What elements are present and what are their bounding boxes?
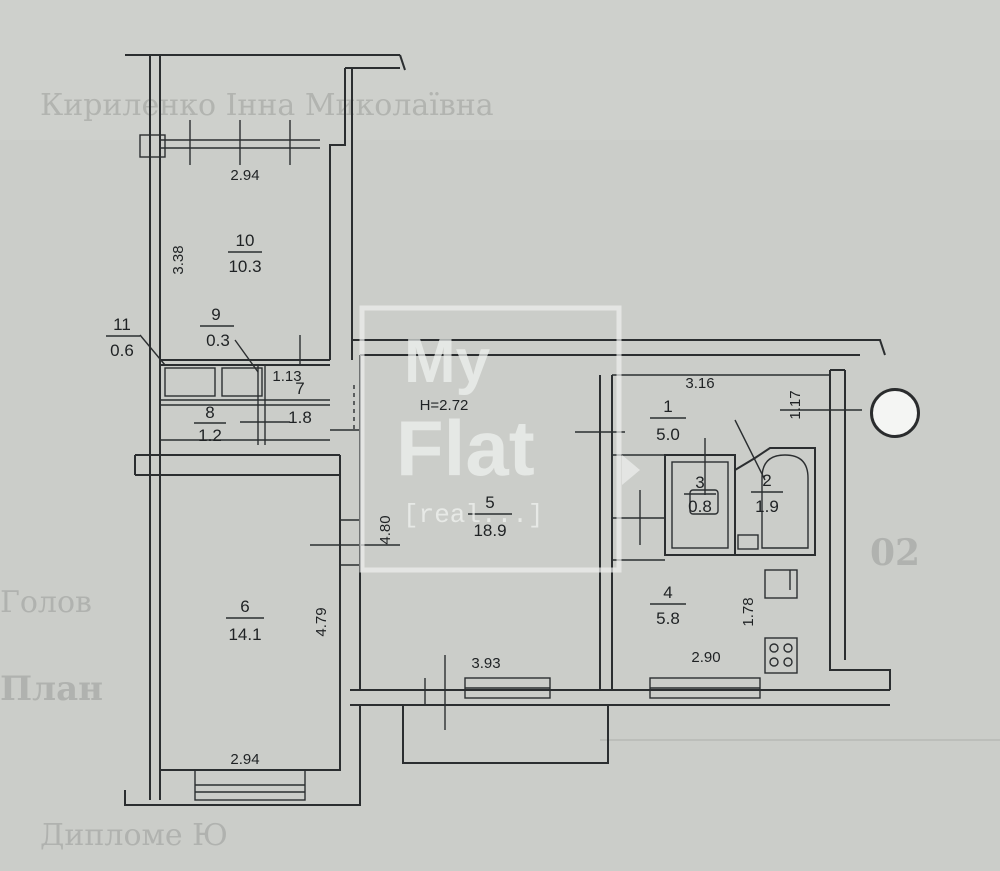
room-2-label: 2 1.9 — [751, 471, 783, 516]
room-11-label: 11 0.6 — [106, 315, 140, 360]
room-5-area: 18.9 — [473, 521, 506, 540]
room-3-number: 3 — [695, 473, 704, 492]
room-3-area: 0.8 — [688, 497, 712, 516]
dim-room5-width: 3.93 — [471, 655, 500, 672]
room-8-area: 1.2 — [198, 426, 222, 445]
dim-room10-width: 2.94 — [230, 167, 259, 184]
watermark-line-2: Flat — [396, 404, 535, 492]
room-2-area: 1.9 — [755, 497, 779, 516]
dimension-labels: 2.94 3.38 1.13 H=2.72 3.16 1.17 4.80 3.9… — [170, 167, 804, 768]
room-8-number: 8 — [205, 403, 214, 422]
bg-side-number: 02 — [870, 532, 920, 574]
bg-left-word-1: Голов — [0, 585, 92, 620]
room-7-area: 1.8 — [288, 408, 312, 427]
dim-room4-depth: 1.78 — [740, 597, 757, 626]
watermark-logo: My Flat [real...] — [359, 305, 640, 573]
bg-left-word-2: План — [0, 669, 103, 709]
room-9-number: 9 — [211, 305, 220, 324]
room-6-label: 6 14.1 — [226, 597, 264, 644]
room-1-label: 1 5.0 — [650, 397, 686, 444]
room-4-label: 4 5.8 — [650, 583, 686, 628]
dim-room6-depth: 4.79 — [313, 607, 330, 636]
room-10-label: 10 10.3 — [228, 231, 262, 276]
room-3-label: 3 0.8 — [684, 473, 716, 516]
watermark-line-1: My — [404, 327, 491, 396]
room-6-area: 14.1 — [228, 625, 261, 644]
room-10-number: 10 — [236, 231, 255, 250]
outer-walls — [124, 54, 891, 806]
room-4-number: 4 — [663, 583, 672, 602]
dim-room7-width: 1.13 — [272, 368, 301, 385]
dim-room6-width: 2.94 — [230, 751, 259, 768]
room-5-number: 5 — [485, 493, 494, 512]
room-9-area: 0.3 — [206, 331, 230, 350]
room-11-number: 11 — [113, 315, 131, 334]
room-8-label: 8 1.2 — [194, 403, 226, 445]
room-6-number: 6 — [240, 597, 249, 616]
room-labels: 10 10.3 11 0.6 9 0.3 7 1.8 8 1.2 6 14.1 — [106, 231, 783, 644]
room-7-label: 7 1.8 — [288, 379, 312, 427]
dim-room5-depth: 4.80 — [377, 515, 394, 544]
dim-room1-width: 3.16 — [685, 375, 714, 392]
room-2-number: 2 — [762, 471, 771, 490]
marker-circle[interactable] — [870, 388, 920, 438]
room-11-area: 0.6 — [110, 341, 134, 360]
bg-bottom-word: Дипломе Ю — [40, 818, 228, 853]
bg-heading: Кириленко Інна Миколаївна — [40, 88, 494, 123]
dim-room1-depth: 1.17 — [787, 390, 804, 419]
room-10-area: 10.3 — [228, 257, 261, 276]
room-9-label: 9 0.3 — [200, 305, 234, 350]
ceiling-height: H=2.72 — [420, 397, 469, 414]
room-4-area: 5.8 — [656, 609, 680, 628]
room-1-number: 1 — [663, 397, 672, 416]
watermark-line-3: [real...] — [403, 500, 543, 530]
room-5-label: 5 18.9 — [468, 493, 512, 540]
dim-room10-depth: 3.38 — [170, 245, 187, 274]
dim-room4-width: 2.90 — [691, 649, 720, 666]
room-1-area: 5.0 — [656, 425, 680, 444]
room-7-number: 7 — [295, 379, 304, 398]
